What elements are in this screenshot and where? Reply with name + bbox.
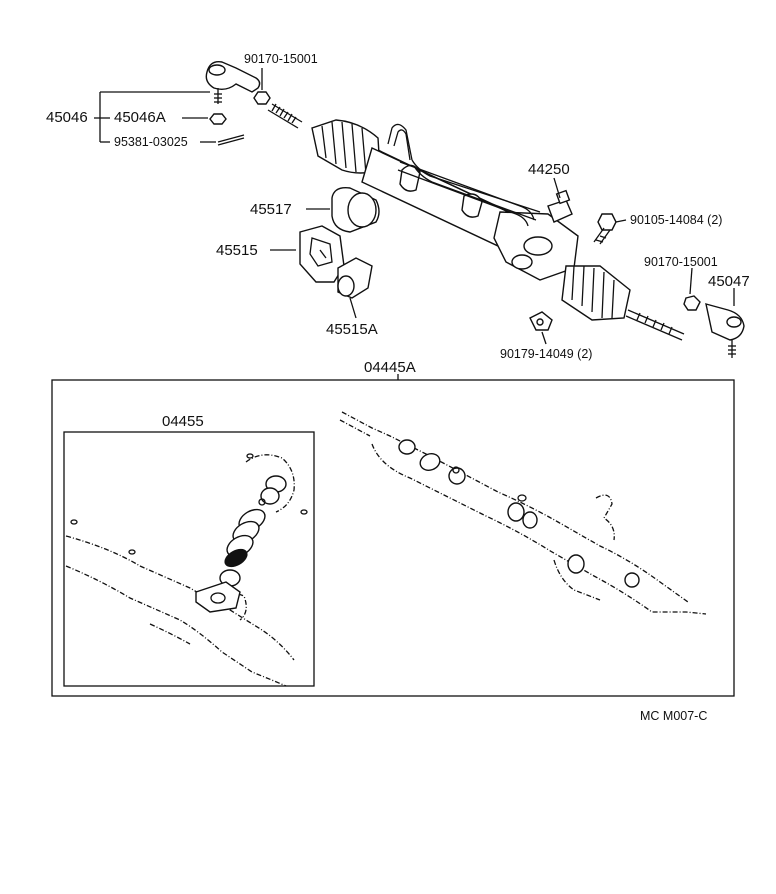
label-45515: 45515 [216, 242, 258, 259]
label-95381-03025: 95381-03025 [114, 135, 188, 149]
kit-04445a-box [51, 374, 735, 697]
nut-45046a [209, 113, 227, 125]
label-45517: 45517 [250, 201, 292, 218]
bolt-90105-14084 [593, 213, 617, 245]
label-45046: 45046 [46, 109, 88, 126]
lock-nut-top [253, 91, 271, 105]
bushing-45517 [331, 187, 380, 233]
leader-lines [99, 68, 735, 345]
tie-rod-end-left [205, 61, 261, 104]
label-45515a: 45515A [326, 321, 378, 338]
label-90105-14084: 90105-14084 (2) [630, 213, 722, 227]
threaded-rod-left [267, 103, 303, 129]
bracket-45515 [299, 225, 345, 283]
pressure-lines [387, 123, 541, 227]
grommet-45515a [337, 257, 373, 299]
kit-04455-parts [65, 453, 308, 687]
label-04455: 04455 [162, 413, 204, 430]
label-90179-14049: 90179-14049 (2) [500, 347, 592, 361]
footer-code: MC M007-C [640, 709, 707, 723]
rack-housing [311, 119, 685, 341]
label-90170-15001-top: 90170-15001 [244, 52, 318, 66]
label-45047: 45047 [708, 273, 750, 290]
kit-04445a-parts [339, 411, 707, 615]
kit-04455-box [63, 431, 315, 687]
label-45046a: 45046A [114, 109, 166, 126]
label-44250: 44250 [528, 161, 570, 178]
tie-rod-end-right [705, 303, 745, 358]
lock-nut-right [683, 295, 701, 311]
cotter-pin-95381 [217, 134, 245, 146]
label-04445a: 04445A [364, 359, 416, 376]
washer-90179-14049 [529, 311, 553, 331]
label-90170-15001-right: 90170-15001 [644, 255, 718, 269]
